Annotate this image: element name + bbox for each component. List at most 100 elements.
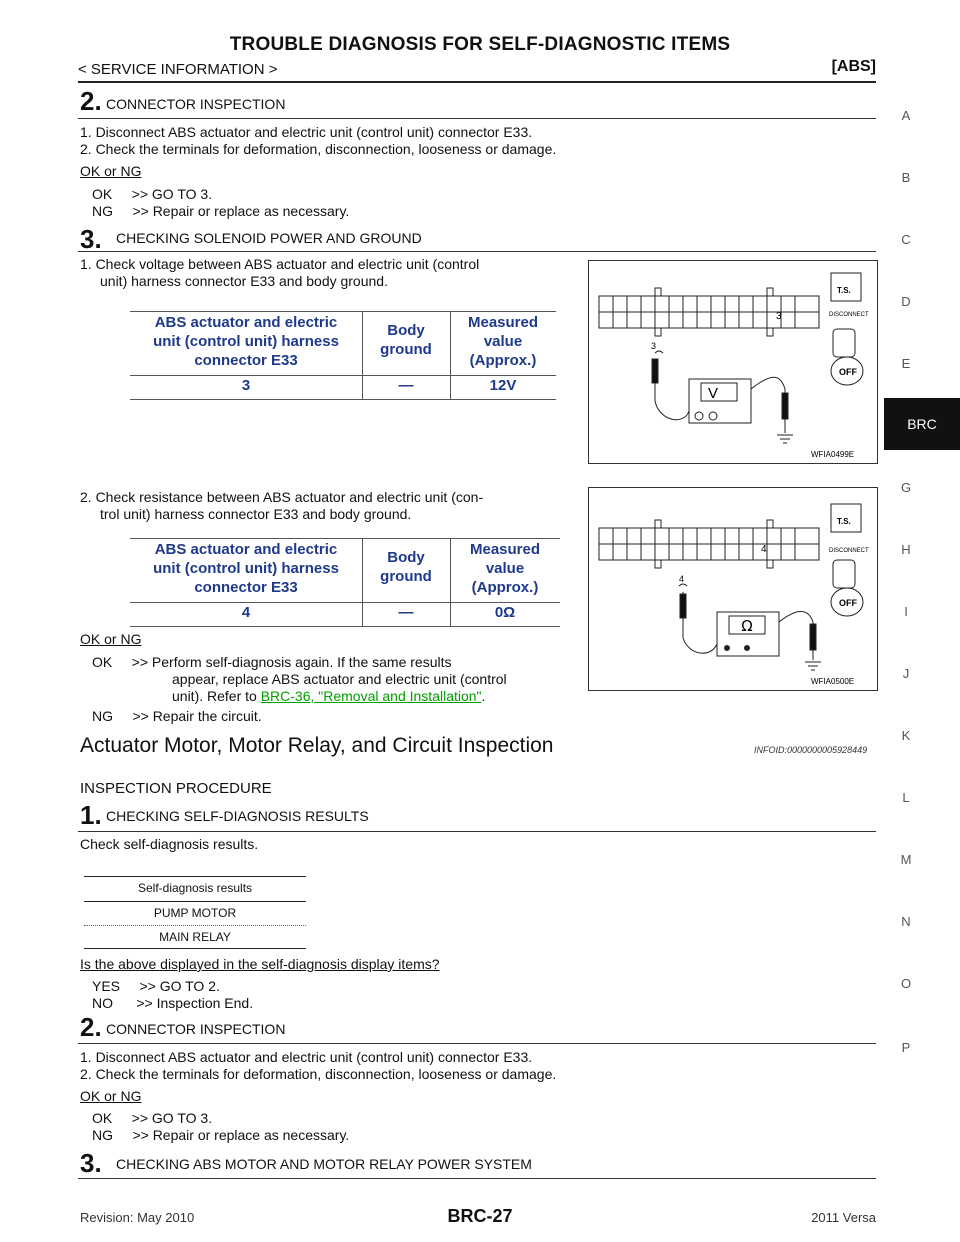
side-index-a[interactable]: A [901,108,911,123]
list-item: 2. Check the terminals for deformation, … [80,1066,557,1082]
side-index-n[interactable]: N [901,914,911,929]
header-rule [78,81,876,83]
ng-result: NG >> Repair or replace as necessary. [92,203,350,219]
step-title: CONNECTOR INSPECTION [106,96,286,112]
table-cell: — [398,604,414,621]
side-index-j[interactable]: J [902,666,910,681]
side-index-c[interactable]: C [901,232,911,247]
ng-result: NG >> Repair the circuit. [92,708,262,724]
disconnect-icon-label: DISCONNECT [829,312,869,318]
step-number: 2. [80,1012,102,1042]
list-item: 1. Disconnect ABS actuator and electric … [80,124,533,140]
page-title: TROUBLE DIAGNOSIS FOR SELF-DIAGNOSTIC IT… [229,34,731,55]
ok-result: OK >> Perform self-diagnosis again. If t… [92,654,452,670]
ok-ng-label: OK or NG [80,631,142,647]
step-number: 3. [80,224,102,254]
step-rule [78,831,876,832]
table-cell: MAIN RELAY [159,930,231,944]
footer-revision: Revision: May 2010 [80,1210,195,1225]
step-title: CHECKING SELF-DIAGNOSIS RESULTS [106,808,369,824]
step-rule [78,1043,876,1044]
ok-result: OK >> GO TO 3. [92,1110,213,1126]
disconnect-icon-label: DISCONNECT [829,548,869,554]
step-title: CONNECTOR INSPECTION [106,1021,286,1037]
side-index-b[interactable]: B [901,170,911,185]
step-number: 2. [80,86,102,116]
ng-result: NG >> Repair or replace as necessary. [92,1127,350,1143]
off-icon-label: OFF [839,367,857,377]
ok-result-cont: unit). Refer to BRC-36, "Removal and Ins… [172,688,486,704]
probe-label: 4 [679,574,684,584]
instruction-text: 2. Check resistance between ABS actuator… [80,489,484,505]
instruction-text: 1. Check voltage between ABS actuator an… [80,256,480,272]
figure-code: WFIA0499E [811,450,854,459]
step-rule [78,118,876,119]
step-number: 1. [80,800,102,830]
page-number: BRC-27 [447,1206,513,1226]
step-title: CHECKING ABS MOTOR AND MOTOR RELAY POWER… [116,1156,532,1172]
footer-model: 2011 Versa [811,1210,876,1225]
meter-symbol: V [708,385,718,402]
no-result: NO >> Inspection End. [92,995,254,1011]
ok-result-cont: appear, replace ABS actuator and electri… [172,671,507,687]
resistance-check-figure: 4 4 Ω T.S. DISCONNECT OFF WFIA0500E [588,487,878,691]
table-header: Self-diagnosis results [137,881,253,895]
list-item: 2. Check the terminals for deformation, … [80,141,557,157]
connector-diagram: 4 4 Ω T.S. DISCONNECT OFF WFIA0500E [598,503,869,686]
side-index-e[interactable]: E [901,356,911,371]
step-title: CHECKING SOLENOID POWER AND GROUND [116,230,422,246]
side-index-i[interactable]: I [904,604,908,619]
side-index-g[interactable]: G [900,480,912,495]
step-number: 3. [80,1148,102,1178]
side-index-brc-active[interactable]: BRC [884,398,960,450]
side-index-p[interactable]: P [901,1040,911,1055]
section-tag: [ABS] [831,58,876,75]
step-rule [78,1178,876,1179]
side-index-o[interactable]: O [900,976,912,991]
removal-installation-link[interactable]: BRC-36, "Removal and Installation" [260,688,482,704]
ok-result: OK >> GO TO 3. [92,186,213,202]
list-item: 1. Disconnect ABS actuator and electric … [80,1049,533,1065]
side-index-m[interactable]: M [900,852,912,867]
table-cell: PUMP MOTOR [153,906,237,920]
terminal-label: 3 [776,311,782,322]
ok-ng-label: OK or NG [80,1088,142,1104]
off-icon-label: OFF [839,598,857,608]
self-diagnosis-table: Self-diagnosis results PUMP MOTOR MAIN R… [84,876,306,950]
ts-icon-label: T.S. [837,517,851,526]
section-heading: Actuator Motor, Motor Relay, and Circuit… [80,734,554,757]
info-id: INFOID:0000000005928449 [754,745,868,755]
procedure-label: INSPECTION PROCEDURE [80,780,272,797]
question-text: Is the above displayed in the self-diagn… [80,956,440,972]
connector-diagram: 3 3 V T.S. DISCONNECT OFF WFIA0499E [598,272,869,459]
instruction-text: unit) harness connector E33 and body gro… [100,273,388,289]
voltage-check-figure: 3 3 V T.S. DISCONNECT OFF WFIA0499E [588,260,878,464]
table-cell: 12V [489,377,517,394]
page-subtitle: < SERVICE INFORMATION > [78,61,278,78]
step-rule [78,251,876,252]
ts-icon-label: T.S. [837,286,851,295]
figure-code: WFIA0500E [811,677,854,686]
side-index-k[interactable]: K [901,728,911,743]
table-cell: 0Ω [494,604,516,621]
instruction-text: trol unit) harness connector E33 and bod… [100,506,412,522]
ok-ng-label: OK or NG [80,163,142,179]
meter-symbol: Ω [741,617,752,635]
terminal-label: 4 [761,544,767,555]
table-cell: 3 [241,377,251,394]
table-cell: — [398,377,414,394]
side-index-d[interactable]: D [901,294,911,309]
yes-result: YES >> GO TO 2. [92,978,220,994]
side-index-h[interactable]: H [901,542,911,557]
table-cell: 4 [241,604,251,621]
probe-label: 3 [651,341,656,351]
side-index-l[interactable]: L [902,790,910,805]
